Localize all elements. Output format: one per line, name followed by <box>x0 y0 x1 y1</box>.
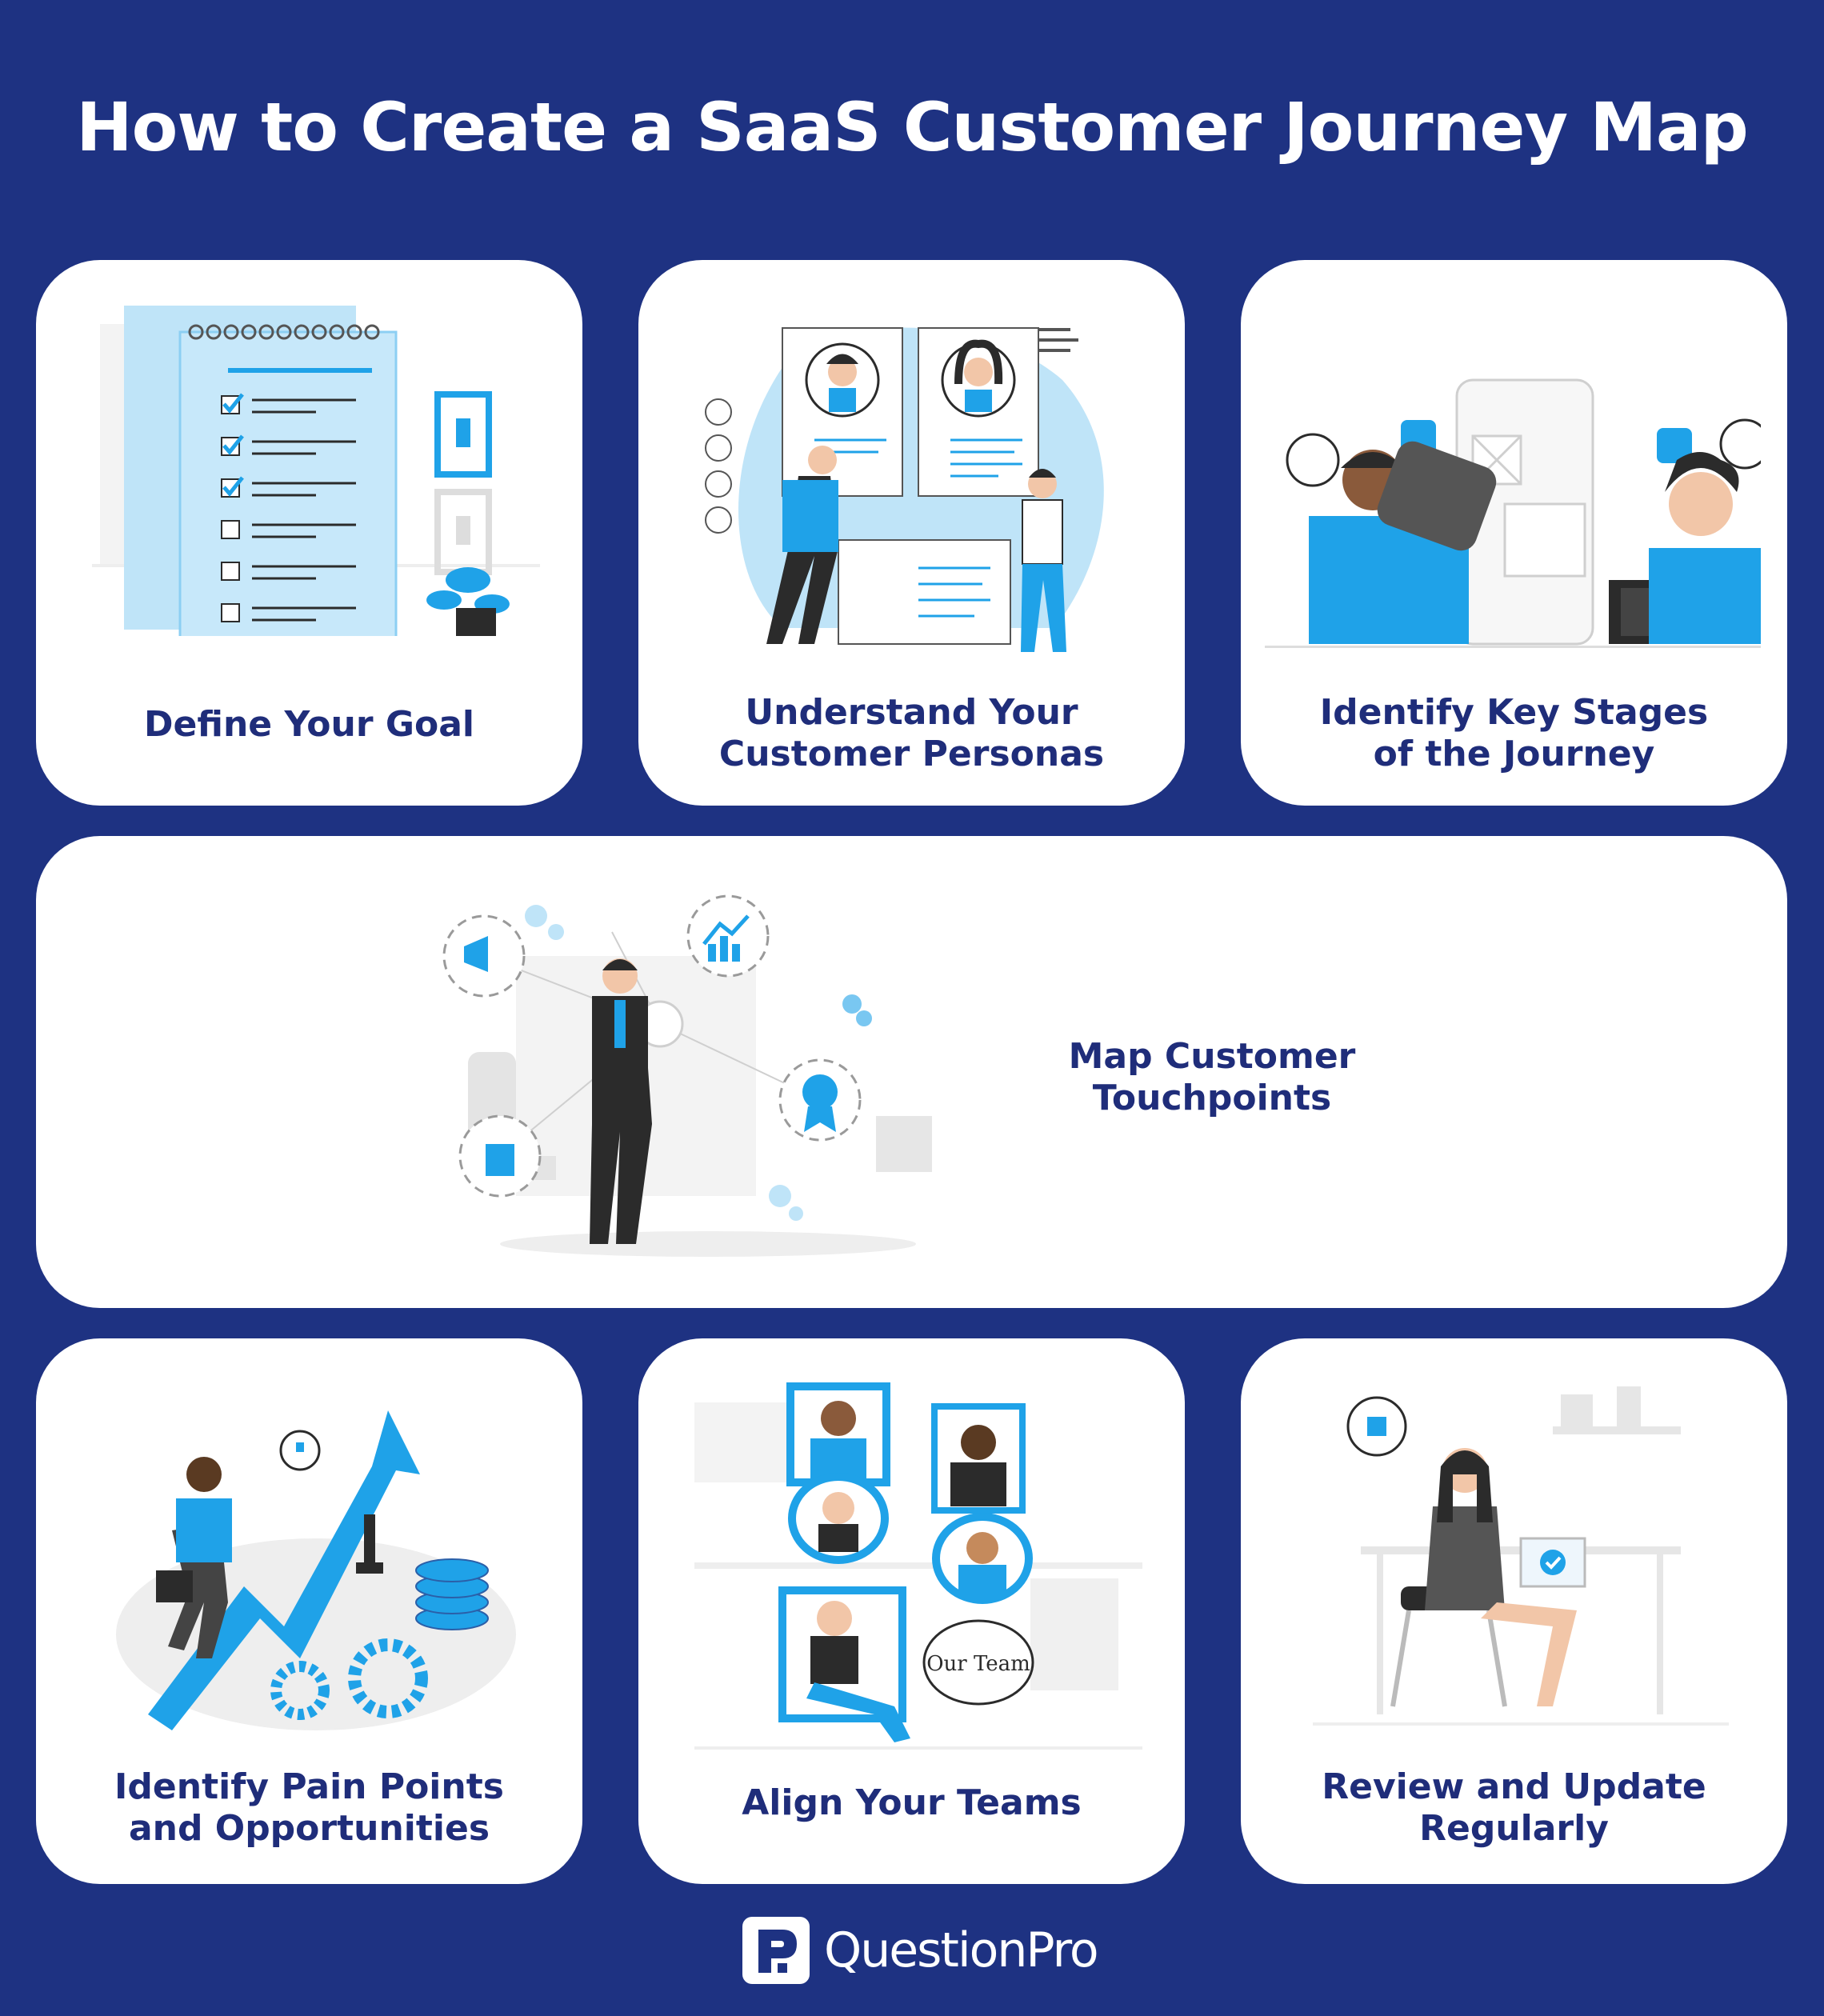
step-card-review: Review and Update Regularly <box>1241 1338 1787 1884</box>
woman-laptop-review-illustration <box>1313 1386 1729 1726</box>
page-title: How to Create a SaaS Customer Journey Ma… <box>76 88 1748 166</box>
step-label: Define Your Goal <box>144 704 474 745</box>
team-wireframe-illustration <box>1265 378 1761 648</box>
step-card-personas: Understand Your Customer Personas <box>638 260 1185 806</box>
bubble-text: Our Team <box>926 1652 1030 1676</box>
step-label: Map Customer Touchpoints <box>1068 1036 1356 1118</box>
brand-name: QuestionPro <box>824 1922 1099 1978</box>
step-card-key-stages: Identify Key Stages of the Journey <box>1241 260 1787 806</box>
step-label: Identify Key Stages of the Journey <box>1319 692 1709 774</box>
step-card-touchpoints: Map Customer Touchpoints <box>36 836 1787 1308</box>
step-card-pain-points: Identify Pain Points and Opportunities <box>36 1338 582 1884</box>
step-label: Review and Update Regularly <box>1322 1766 1706 1849</box>
step-card-align-teams: Our Team Align Your Teams <box>638 1338 1185 1884</box>
questionpro-logo-icon <box>742 1917 810 1984</box>
checklist-notepad-illustration <box>92 306 540 636</box>
growth-arrow-illustration <box>116 1410 516 1730</box>
persona-profiles-illustration <box>705 327 1104 652</box>
businessman-network-illustration <box>442 894 932 1257</box>
step-label: Understand Your Customer Personas <box>718 692 1105 774</box>
video-call-team-illustration: Our Team <box>694 1382 1142 1750</box>
step-label: Identify Pain Points and Opportunities <box>114 1766 504 1849</box>
brand-logo: QuestionPro <box>742 1912 1099 1989</box>
step-label: Align Your Teams <box>742 1782 1082 1823</box>
step-card-define-goal: Define Your Goal <box>36 260 582 806</box>
